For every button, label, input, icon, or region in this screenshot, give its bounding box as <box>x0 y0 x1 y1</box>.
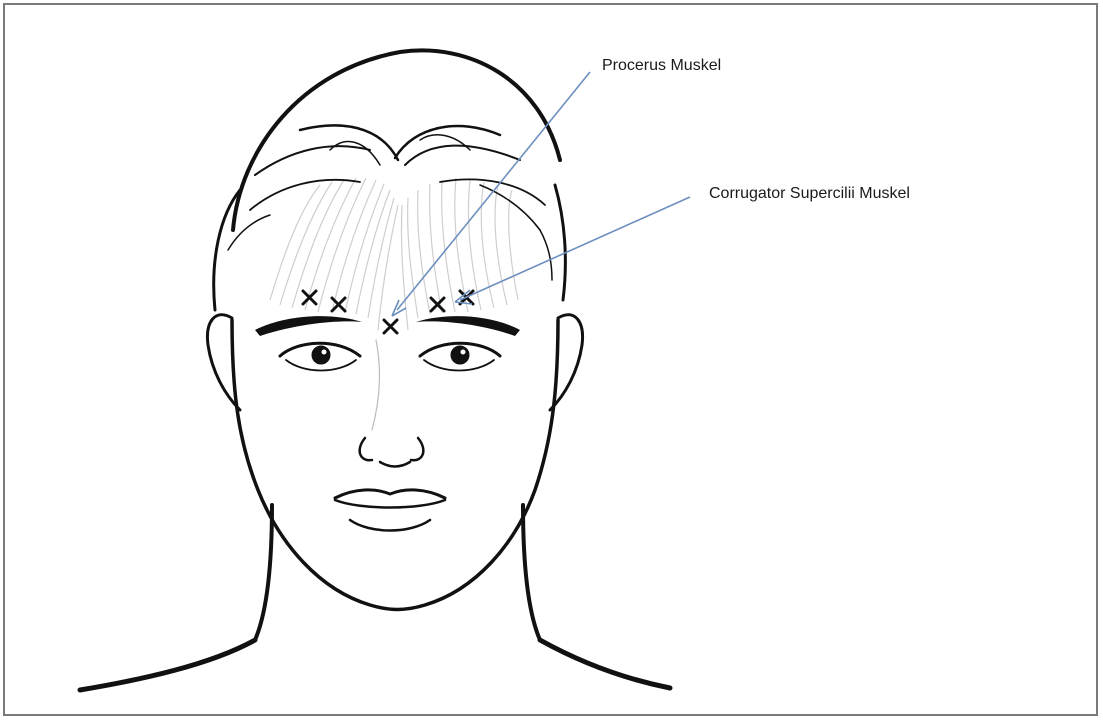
x-mark-icon <box>384 320 397 333</box>
forehead-muscle-fibers <box>270 178 518 330</box>
nose <box>360 340 424 467</box>
eyes <box>280 343 500 370</box>
face-outline <box>80 315 670 690</box>
corrugator-supercilii-muscle-label: Corrugator Supercilii Muskel <box>709 185 910 203</box>
procerus-pointer-line <box>397 72 590 310</box>
mouth <box>335 490 445 531</box>
x-mark-icon <box>431 298 444 311</box>
eyebrows <box>255 316 520 336</box>
injection-marks <box>303 291 473 333</box>
procerus-muscle-label: Procerus Muskel <box>602 57 721 75</box>
